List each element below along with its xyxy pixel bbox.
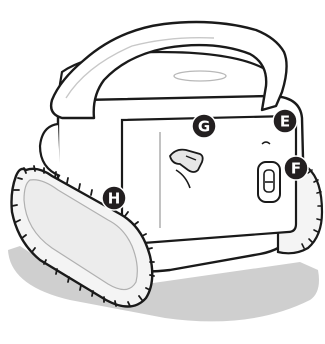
floor-shadow (8, 246, 319, 322)
carry-handle (49, 20, 288, 120)
filter-latch-icon (169, 148, 204, 189)
left-track-tread (11, 165, 155, 307)
callout-g-label: G (198, 118, 210, 136)
left-track-inner (23, 179, 138, 291)
callout-h: H (101, 185, 127, 211)
callout-e: E (272, 108, 298, 134)
power-switch-icon (257, 141, 281, 203)
handle-grip-edge (65, 36, 215, 99)
callout-f: F (283, 155, 309, 181)
callout-h-label: H (108, 190, 121, 208)
callout-g: G (191, 113, 217, 139)
callout-e-label: E (280, 113, 290, 131)
callout-f-label: F (291, 160, 301, 178)
rear-cover-lens (173, 70, 227, 82)
side-bulge (38, 122, 61, 178)
